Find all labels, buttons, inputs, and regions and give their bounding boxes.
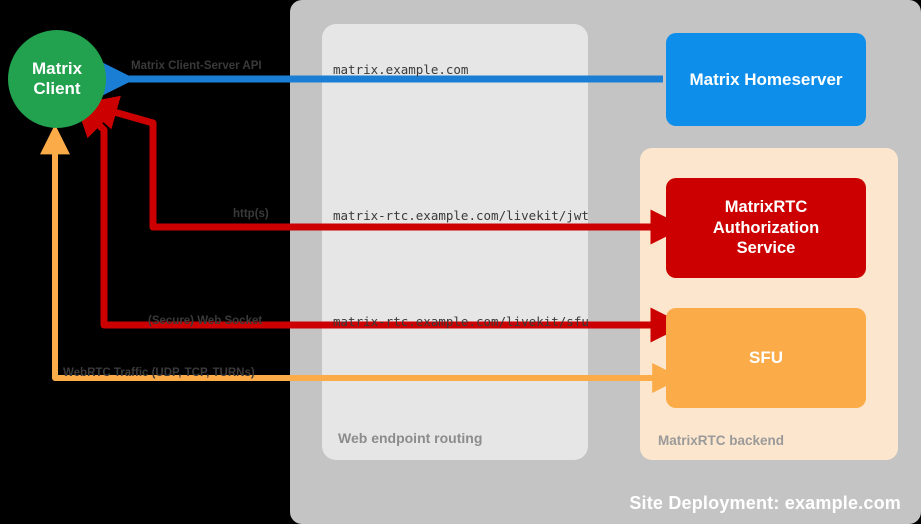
web-endpoint-routing-label: Web endpoint routing: [338, 430, 483, 446]
edge-label-http: http(s): [233, 208, 269, 220]
edge-webrtc-traffic: [40, 124, 683, 393]
auth-service-text: MatrixRTC Authorization Service: [713, 197, 819, 259]
sfu-label: SFU: [749, 348, 783, 367]
node-matrixrtc-authorization-service[interactable]: MatrixRTC Authorization Service: [666, 178, 866, 278]
edge-label-matrix-client-server-api: Matrix Client-Server API: [131, 60, 262, 72]
edge-http-jwt: [82, 95, 686, 245]
auth-service-line2: Authorization: [712, 218, 820, 237]
matrix-client-line2: Client: [33, 79, 81, 98]
node-matrix-homeserver[interactable]: Matrix Homeserver: [666, 33, 866, 126]
matrixrtc-backend-label: MatrixRTC backend: [658, 433, 785, 448]
edge-label-webrtc-traffic: WebRTC Traffic (UDP, TCP, TURNs): [63, 367, 255, 379]
endpoint-matrix-example-com: matrix.example.com: [333, 62, 469, 77]
endpoint-livekit-jwt: matrix-rtc.example.com/livekit/jwt: [333, 208, 589, 223]
auth-service-line1: MatrixRTC: [724, 198, 808, 217]
edge-label-secure-websocket: (Secure) Web Socket: [148, 315, 263, 327]
matrix-client-line1: Matrix: [31, 59, 83, 79]
node-sfu[interactable]: SFU: [666, 308, 866, 408]
edge-secure-websocket: [75, 101, 686, 343]
matrix-client-text: Matrix Client: [32, 59, 82, 98]
web-endpoint-routing-panel: Web endpoint routing: [322, 24, 588, 460]
node-matrix-client[interactable]: Matrix Client: [8, 30, 106, 128]
site-deployment-label: Site Deployment: example.com: [629, 493, 901, 513]
matrix-homeserver-label: Matrix Homeserver: [689, 69, 843, 89]
endpoint-livekit-sfu: matrix-rtc.example.com/livekit/sfu: [333, 314, 589, 329]
auth-service-line3: Service: [736, 239, 796, 258]
